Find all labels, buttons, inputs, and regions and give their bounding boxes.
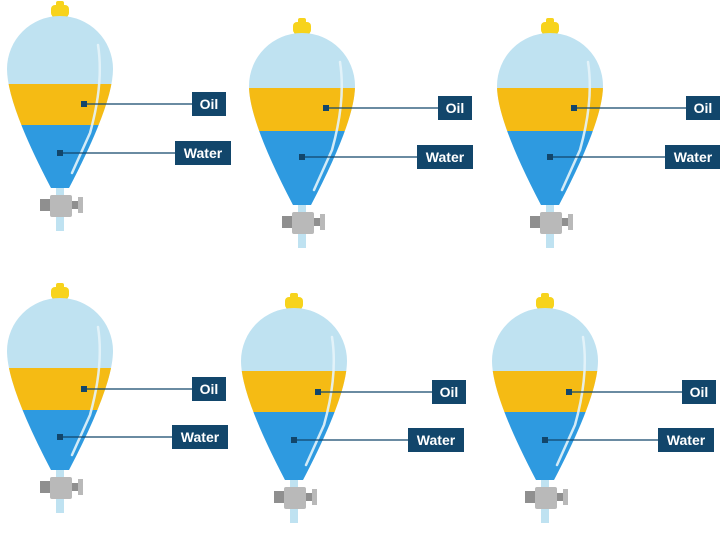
oil-pointer-dot	[571, 105, 577, 111]
water-label: Water	[57, 425, 228, 449]
tap-handle-right	[320, 214, 325, 230]
glass-highlight	[555, 335, 587, 467]
oil-label-box	[192, 377, 226, 401]
stopper-cap	[541, 293, 549, 299]
oil-label: Oil	[566, 380, 716, 404]
tap-handle-right	[563, 489, 568, 505]
water-label: Water	[542, 428, 714, 452]
oil-pointer-dot	[323, 105, 329, 111]
water-pointer-dot	[547, 154, 553, 160]
tap-connector	[72, 483, 80, 491]
water-pointer-dot	[57, 434, 63, 440]
stopper-cap	[56, 283, 64, 289]
oil-label-text: Oil	[690, 384, 709, 400]
tap-handle-right	[312, 489, 317, 505]
tap-connector	[306, 493, 314, 501]
water-label: Water	[291, 428, 464, 452]
oil-label-text: Oil	[200, 381, 219, 397]
tap-handle-left	[282, 216, 294, 228]
glass-highlight	[70, 43, 102, 175]
oil-label-text: Oil	[446, 100, 465, 116]
water-pointer-dot	[542, 437, 548, 443]
tap-handle-right	[78, 197, 83, 213]
water-label-box	[175, 141, 231, 165]
stopper-cap	[298, 18, 306, 24]
water-pointer-dot	[57, 150, 63, 156]
tap-handle-right	[78, 479, 83, 495]
tap-handle-left	[40, 199, 52, 211]
tap-body	[50, 195, 72, 217]
tap-body	[535, 487, 557, 509]
tap-handle-left	[525, 491, 537, 503]
stopper-cap	[290, 293, 298, 299]
stopper-cap	[546, 18, 554, 24]
oil-label-text: Oil	[200, 96, 219, 112]
oil-pointer-dot	[81, 386, 87, 392]
stopper	[293, 22, 311, 34]
water-label-text: Water	[184, 145, 223, 161]
tap-handle-right	[568, 214, 573, 230]
tap-handle-left	[530, 216, 542, 228]
water-pointer-dot	[291, 437, 297, 443]
water-label-text: Water	[674, 149, 713, 165]
oil-label: Oil	[81, 377, 226, 401]
water-label-text: Water	[667, 432, 706, 448]
oil-layer	[249, 88, 355, 131]
tap-body	[540, 212, 562, 234]
tap-body	[284, 487, 306, 509]
glass-highlight	[304, 335, 336, 467]
water-label: Water	[547, 145, 720, 169]
oil-pointer-dot	[566, 389, 572, 395]
oil-label-text: Oil	[440, 384, 459, 400]
water-label-box	[172, 425, 228, 449]
stopper	[51, 5, 69, 17]
water-label-box	[408, 428, 464, 452]
oil-label-box	[438, 96, 472, 120]
water-label-box	[658, 428, 714, 452]
oil-pointer-dot	[81, 101, 87, 107]
oil-label-box	[686, 96, 720, 120]
tap-connector	[562, 218, 570, 226]
oil-label-box	[432, 380, 466, 404]
stopper	[536, 297, 554, 309]
stopper	[541, 22, 559, 34]
oil-label: Oil	[323, 96, 472, 120]
oil-pointer-dot	[315, 389, 321, 395]
oil-layer	[497, 88, 603, 131]
water-label-text: Water	[181, 429, 220, 445]
oil-label: Oil	[315, 380, 466, 404]
oil-label: Oil	[571, 96, 720, 120]
tap-handle-left	[40, 481, 52, 493]
tap-body	[50, 477, 72, 499]
water-label-text: Water	[426, 149, 465, 165]
oil-label-text: Oil	[694, 100, 713, 116]
water-pointer-dot	[299, 154, 305, 160]
stopper	[285, 297, 303, 309]
water-label: Water	[57, 141, 231, 165]
water-label-text: Water	[417, 432, 456, 448]
water-label-box	[665, 145, 720, 169]
stopper-cap	[56, 1, 64, 7]
oil-label-box	[192, 92, 226, 116]
tap-connector	[557, 493, 565, 501]
oil-label: Oil	[81, 92, 226, 116]
oil-label-box	[682, 380, 716, 404]
tap-handle-left	[274, 491, 286, 503]
glass-highlight	[70, 325, 102, 457]
tap-connector	[72, 201, 80, 209]
water-label: Water	[299, 145, 473, 169]
stopper	[51, 287, 69, 299]
tap-body	[292, 212, 314, 234]
tap-connector	[314, 218, 322, 226]
water-label-box	[417, 145, 473, 169]
